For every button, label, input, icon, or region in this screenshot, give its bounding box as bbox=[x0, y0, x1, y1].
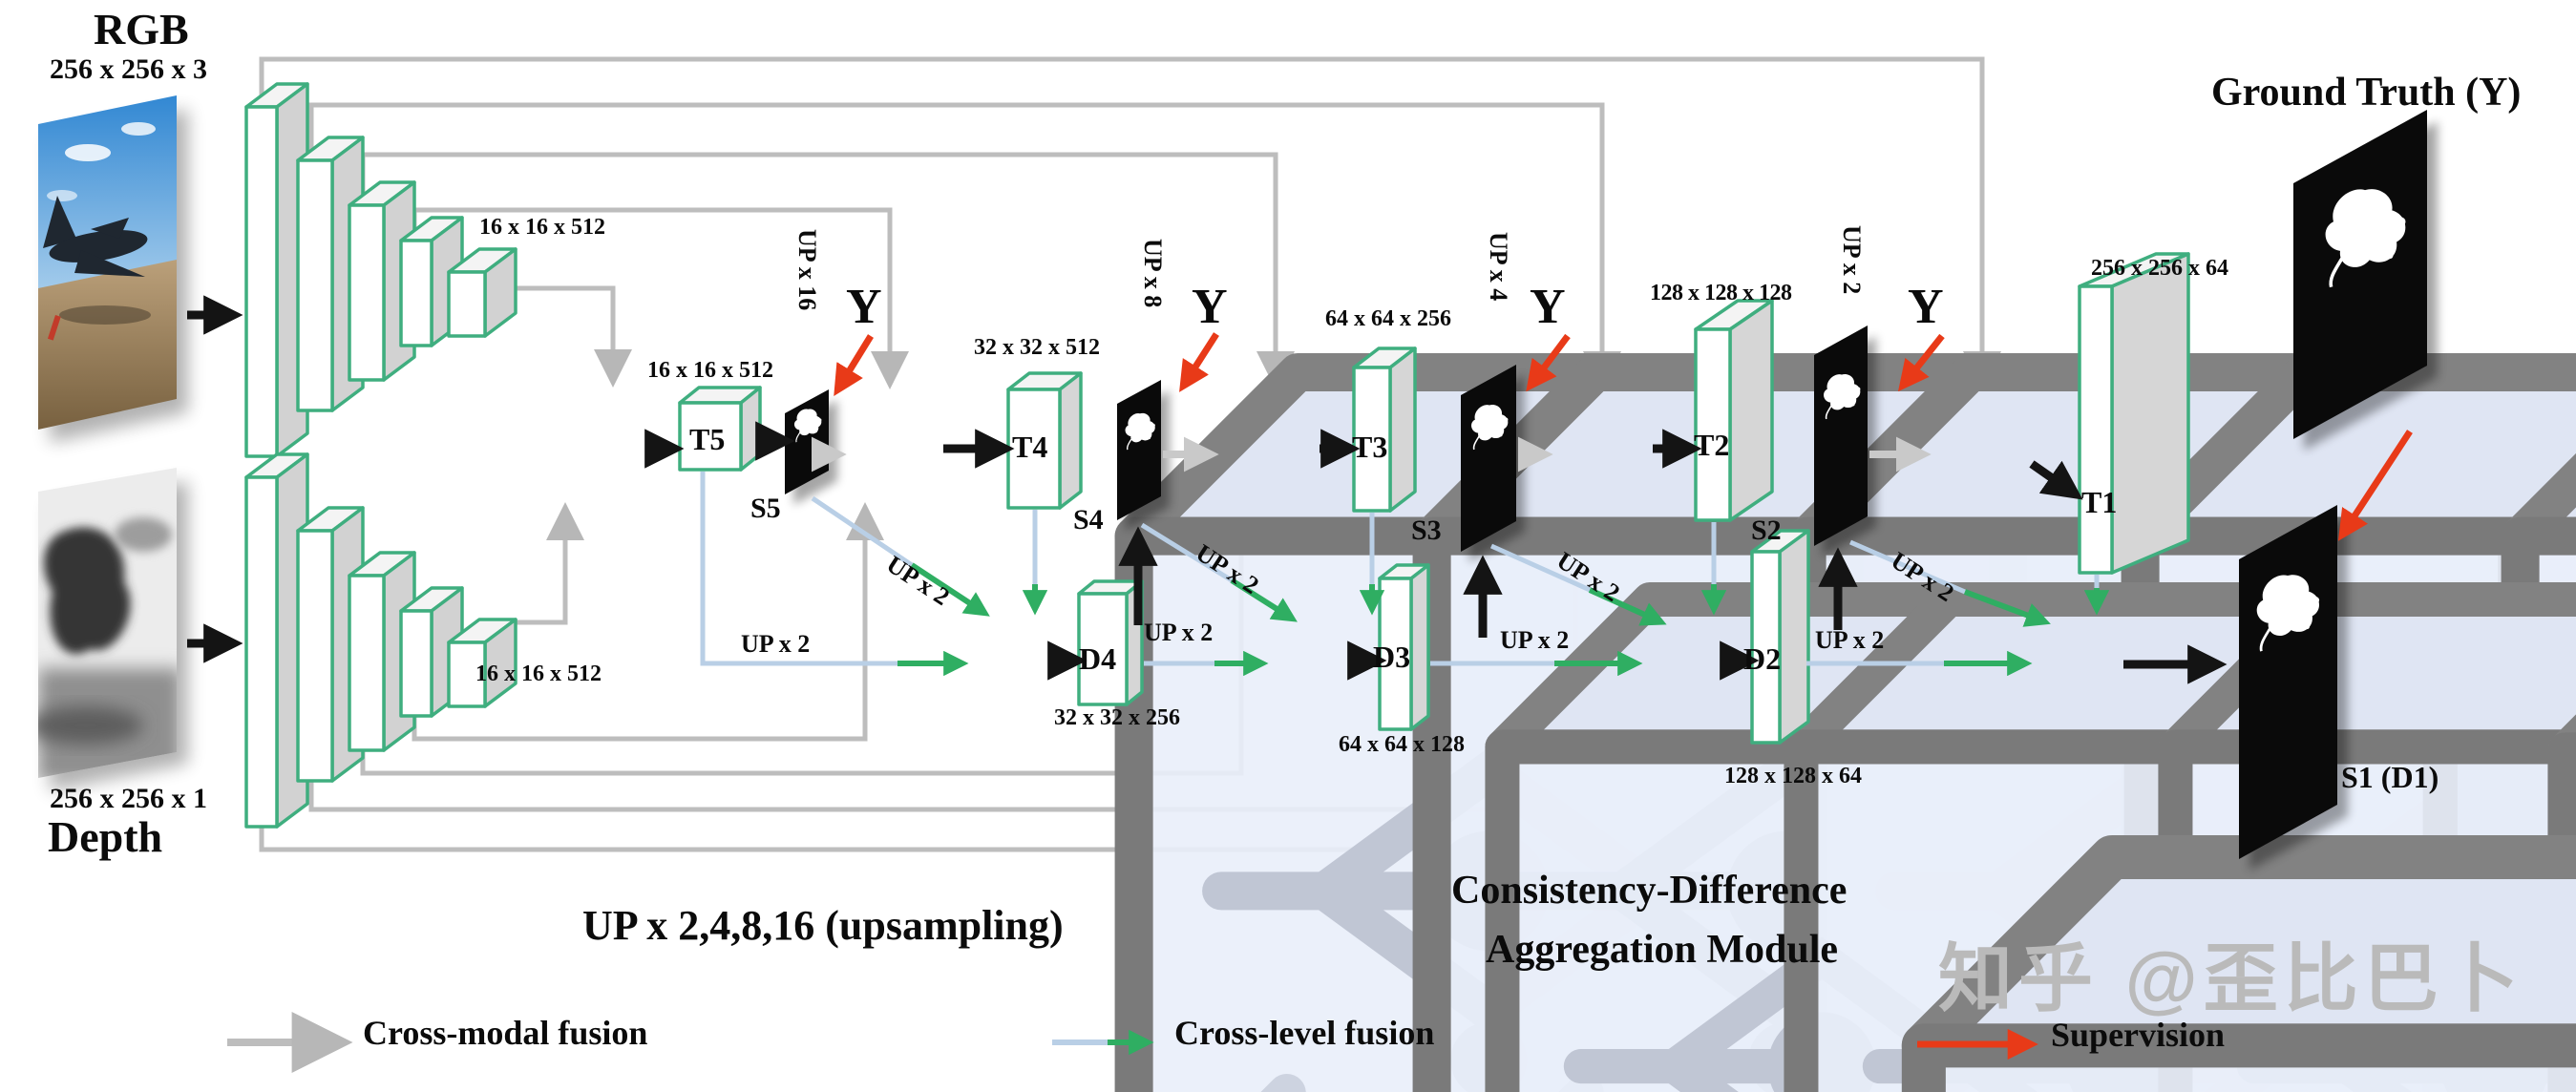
ground-truth-title: Ground Truth (Y) bbox=[2211, 71, 2522, 115]
up2-h-label-4: UP x 2 bbox=[1815, 626, 1885, 654]
s1-map bbox=[2239, 505, 2348, 871]
d3-block bbox=[1378, 563, 1430, 731]
y-label-3: Y bbox=[1530, 280, 1566, 334]
s2-map bbox=[1814, 326, 1876, 556]
depth-dims: 256 x 256 x 1 bbox=[50, 783, 207, 814]
up2-h-label-3: UP x 2 bbox=[1500, 626, 1570, 654]
t3-block bbox=[1352, 346, 1417, 513]
rgb-encoder-output-dims: 16 x 16 x 512 bbox=[479, 215, 605, 240]
t1-block bbox=[2078, 252, 2190, 575]
s3-label: S3 bbox=[1411, 514, 1442, 546]
t5-label: T5 bbox=[689, 422, 726, 456]
rgb-dims: 256 x 256 x 3 bbox=[50, 53, 207, 85]
depth-encoder-output-dims: 16 x 16 x 512 bbox=[475, 662, 602, 686]
t2-label: T2 bbox=[1694, 428, 1730, 462]
y-label-5: Y bbox=[846, 280, 882, 334]
d2-label: D2 bbox=[1743, 641, 1782, 676]
depth-input-image bbox=[38, 468, 188, 791]
depth-title: Depth bbox=[48, 812, 163, 861]
s4-label: S4 bbox=[1073, 504, 1104, 536]
d3-label: D3 bbox=[1373, 640, 1411, 674]
t1-label: T1 bbox=[2081, 485, 2118, 519]
y-label-2: Y bbox=[1908, 280, 1944, 334]
t2-dims: 128 x 128 x 128 bbox=[1650, 281, 1792, 305]
up4-label: UP x 4 bbox=[1485, 232, 1512, 302]
legend-upsampling-note: UP x 2,4,8,16 (upsampling) bbox=[582, 902, 1064, 949]
up16-label: UP x 16 bbox=[793, 229, 821, 311]
rgb-title: RGB bbox=[94, 5, 189, 53]
rgb-input-image bbox=[38, 95, 188, 443]
s5-map bbox=[785, 389, 837, 505]
legend-cross-level-label: Cross-level fusion bbox=[1174, 1014, 1435, 1052]
d4-dims: 32 x 32 x 256 bbox=[1054, 705, 1180, 730]
legend-module-name-line1: Consistency-Difference bbox=[1451, 869, 1848, 913]
t4-dims: 32 x 32 x 512 bbox=[974, 335, 1100, 360]
t1-dims: 256 x 256 x 64 bbox=[2091, 256, 2228, 281]
t4-block bbox=[1006, 371, 1083, 510]
s1-label: S1 (D1) bbox=[2341, 760, 2439, 794]
t3-dims: 64 x 64 x 256 bbox=[1325, 306, 1451, 331]
cross-level-lines bbox=[700, 472, 2110, 677]
t2-block bbox=[1694, 299, 1774, 522]
s2-label: S2 bbox=[1751, 514, 1782, 546]
t5-dims: 16 x 16 x 512 bbox=[647, 358, 773, 383]
legend-supervision-label: Supervision bbox=[2051, 1016, 2226, 1054]
up2-vertical-label: UP x 2 bbox=[1838, 225, 1866, 295]
t4-label: T4 bbox=[1012, 430, 1048, 464]
feature-blocks bbox=[678, 252, 2190, 745]
s3-map bbox=[1461, 365, 1525, 562]
legend-module-name-line2: Aggregation Module bbox=[1486, 928, 1839, 972]
d2-block bbox=[1750, 529, 1810, 745]
d4-label: D4 bbox=[1079, 641, 1117, 676]
up2-h-label-1: UP x 2 bbox=[741, 630, 811, 658]
y-label-4: Y bbox=[1192, 280, 1228, 334]
rgb-encoder-blocks bbox=[244, 82, 517, 458]
d2-dims: 128 x 128 x 64 bbox=[1724, 764, 1862, 788]
supervision-arrows bbox=[834, 332, 2413, 1060]
legend-cross-modal-label: Cross-modal fusion bbox=[363, 1014, 648, 1052]
watermark: 知乎 @歪比巴卜 bbox=[1938, 936, 2524, 1020]
up2-h-label-2: UP x 2 bbox=[1144, 619, 1214, 646]
d3-dims: 64 x 64 x 128 bbox=[1339, 732, 1465, 757]
ground-truth-map bbox=[2293, 110, 2438, 451]
up8-label: UP x 8 bbox=[1139, 239, 1167, 308]
s5-label: S5 bbox=[750, 493, 781, 524]
black-arrows bbox=[187, 295, 2228, 684]
saliency-maps bbox=[785, 110, 2438, 871]
s4-map bbox=[1117, 380, 1170, 531]
depth-encoder-blocks bbox=[244, 452, 517, 829]
t3-label: T3 bbox=[1352, 430, 1388, 464]
